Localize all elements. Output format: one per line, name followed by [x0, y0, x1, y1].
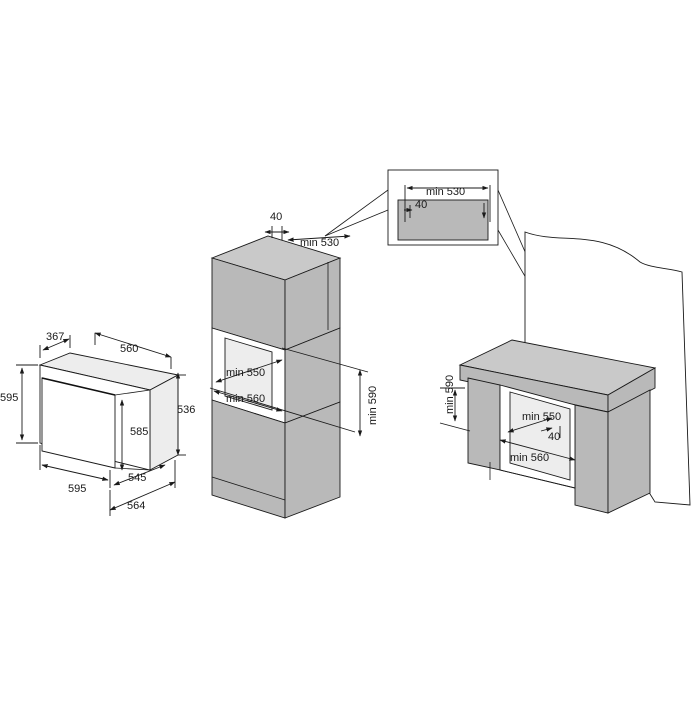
oven-handle [41, 377, 116, 396]
oven-side [149, 374, 179, 471]
detail-inset: min 530 40 [324, 169, 569, 351]
under-dim-590-label: min 590 [444, 375, 456, 414]
tall-dim-590-label: min 590 [367, 386, 379, 425]
dim-545-label: 545 [128, 472, 146, 484]
detail-dim-530-label: min 530 [426, 186, 465, 198]
dim-536-label: 536 [177, 404, 195, 416]
under-dim-560-label: min 560 [510, 452, 549, 464]
oven-drawing: 367 560 595 536 585 595 545 564 [0, 331, 195, 516]
under-counter-drawing: min 590 min 550 40 min 560 [439, 231, 691, 514]
dim-564-label: 564 [127, 500, 145, 512]
detail-panel [397, 199, 489, 241]
left-cabinet [467, 377, 501, 471]
tall-dim-40-label: 40 [270, 211, 282, 223]
under-dim-550-label: min 550 [522, 411, 561, 423]
tall-unit-drawing: 40 min 530 min 550 min 560 min 590 [209, 211, 379, 519]
right-cabinet-front [574, 404, 609, 514]
dim-585-label: 585 [130, 426, 148, 438]
tall-dim-560-label: min 560 [226, 393, 265, 405]
under-dim-40-label: 40 [548, 431, 560, 443]
tall-dim-550-label: min 550 [226, 367, 265, 379]
dim-367-label: 367 [46, 331, 64, 343]
tall-unit-lower-side [284, 401, 341, 519]
dim-560-label: 560 [120, 343, 138, 355]
counter-side-edge [607, 367, 656, 413]
tall-dim-530-label: min 530 [300, 237, 339, 249]
detail-dim-40-label: 40 [415, 199, 427, 211]
dim-595-height-label: 595 [0, 392, 18, 404]
right-cabinet-side [607, 389, 651, 514]
dim-595-width-label: 595 [68, 483, 86, 495]
